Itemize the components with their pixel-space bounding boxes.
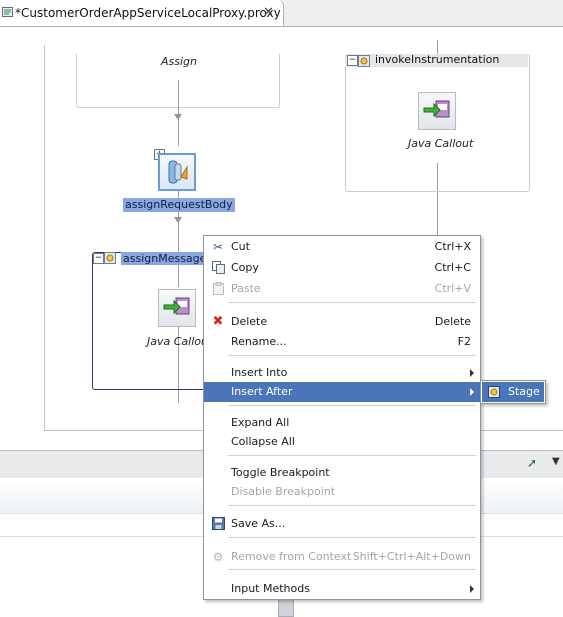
delete-icon: ✖ xyxy=(212,314,224,329)
menu-item-paste[interactable]: Paste Ctrl+V xyxy=(204,279,480,299)
menu-item-input-methods[interactable]: Input Methods xyxy=(204,579,480,599)
assign-action-glyph xyxy=(168,160,188,184)
menu-separator xyxy=(228,302,476,303)
menu-item-cut[interactable]: ✂ Cut Ctrl+X xyxy=(212,240,471,254)
assign-request-body-label[interactable]: assignRequestBody xyxy=(123,198,235,212)
editor-tab[interactable]: *CustomerOrderAppServiceLocalProxy.proxy… xyxy=(0,0,284,26)
menu-item-expand-all[interactable]: Expand All xyxy=(231,416,290,429)
menu-separator xyxy=(228,569,476,570)
menu-item-disable-breakpoint[interactable]: Disable Breakpoint xyxy=(231,485,336,498)
java-callout-label: Java Callout xyxy=(147,335,213,348)
menu-separator xyxy=(228,537,476,538)
save-icon xyxy=(211,517,225,531)
pin-icon[interactable]: ➚ xyxy=(527,456,538,470)
java-callout-glyph xyxy=(163,297,190,315)
menu-item-save-as[interactable]: Save As... xyxy=(204,514,480,534)
menu-item-copy[interactable]: Copy Ctrl+C xyxy=(204,258,480,278)
java-callout-icon[interactable] xyxy=(418,92,456,130)
connector-arrow xyxy=(174,217,182,223)
scrollbar-thumb[interactable] xyxy=(278,598,294,617)
submenu-arrow-icon xyxy=(470,388,474,396)
stage-icon xyxy=(358,55,370,67)
collapse-toggle[interactable]: − xyxy=(93,253,104,264)
java-callout-icon[interactable] xyxy=(158,289,196,327)
menu-item-rename[interactable]: Rename... F2 xyxy=(231,335,471,348)
copy-icon xyxy=(211,261,225,275)
menu-item-delete[interactable]: ✖ Delete Delete xyxy=(212,314,471,329)
connector-arrow xyxy=(174,114,182,120)
menu-separator xyxy=(228,355,476,356)
assign-label: Assign xyxy=(161,55,197,68)
connector-line xyxy=(437,40,438,64)
menu-item-insert-into[interactable]: Insert Into xyxy=(204,363,480,383)
menu-separator xyxy=(228,455,476,456)
view-menu-icon[interactable]: ▼ xyxy=(552,456,560,467)
stage-header xyxy=(345,54,528,67)
close-icon[interactable]: ✕ xyxy=(263,5,274,20)
connector-line xyxy=(178,239,179,252)
submenu-arrow-icon xyxy=(470,585,474,593)
connector-line xyxy=(178,264,179,287)
scissors-icon: ✂ xyxy=(212,240,224,254)
stage-icon xyxy=(104,252,116,264)
menu-item-insert-after[interactable]: Insert After xyxy=(204,382,480,402)
submenu-item-stage[interactable]: Stage xyxy=(482,382,544,402)
connector-line xyxy=(178,80,179,146)
menu-item-toggle-breakpoint[interactable]: Toggle Breakpoint xyxy=(231,466,330,479)
insert-after-submenu: Stage xyxy=(480,380,546,404)
java-callout-label: Java Callout xyxy=(408,137,474,150)
menu-item-collapse-all[interactable]: Collapse All xyxy=(231,435,295,448)
menu-separator xyxy=(228,405,476,406)
menu-separator xyxy=(228,505,476,506)
connector-line xyxy=(437,163,438,235)
java-callout-glyph xyxy=(423,100,450,118)
connector-line xyxy=(178,327,179,403)
paste-icon xyxy=(211,282,225,296)
editor-tab-bar: *CustomerOrderAppServiceLocalProxy.proxy… xyxy=(0,0,563,27)
proxy-file-icon xyxy=(2,7,13,17)
editor-tab-title: *CustomerOrderAppServiceLocalProxy.proxy xyxy=(15,6,281,20)
context-menu: ✂ Cut Ctrl+X Copy Ctrl+C Paste Ctrl+V ✖ … xyxy=(203,235,481,600)
collapse-toggle[interactable]: − xyxy=(347,55,358,66)
assign-action-icon[interactable] xyxy=(158,153,196,191)
remove-context-icon: ⚙ xyxy=(212,550,224,564)
stage-icon xyxy=(488,386,500,398)
invoke-instrumentation-label[interactable]: invokeInstrumentation xyxy=(375,53,500,66)
menu-item-remove-from-context[interactable]: ⚙ Remove from Context Shift+Ctrl+Alt+Dow… xyxy=(212,550,471,564)
submenu-arrow-icon xyxy=(470,369,474,377)
